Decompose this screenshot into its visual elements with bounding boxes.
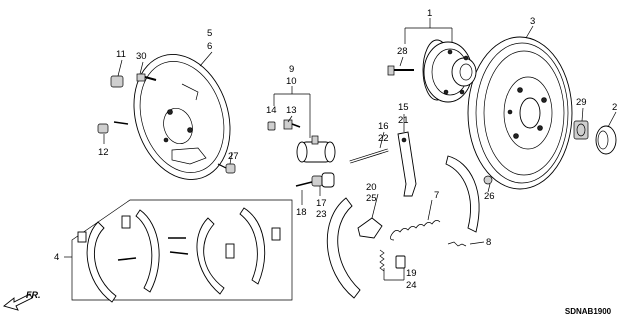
callout-20: 20 bbox=[366, 182, 377, 193]
hold-down-spring[interactable] bbox=[379, 249, 406, 272]
callout-18: 18 bbox=[296, 207, 307, 218]
callout-17: 17 bbox=[316, 198, 327, 209]
callout-15: 15 bbox=[398, 102, 409, 113]
callout-24: 24 bbox=[406, 280, 417, 291]
callout-labels: 1 2 3 4 5 6 7 8 9 10 11 12 13 14 15 16 1… bbox=[54, 8, 617, 291]
callout-28: 28 bbox=[397, 46, 408, 57]
backing-plate-nut[interactable] bbox=[110, 75, 124, 88]
callout-25: 25 bbox=[366, 193, 377, 204]
callout-10: 10 bbox=[286, 76, 297, 87]
callout-6: 6 bbox=[207, 41, 212, 52]
brake-shoe-set[interactable] bbox=[71, 199, 293, 303]
callout-9: 9 bbox=[289, 64, 294, 75]
wheel-cylinder[interactable] bbox=[296, 135, 336, 163]
callout-14: 14 bbox=[266, 105, 277, 116]
adjuster-lever[interactable] bbox=[357, 217, 383, 239]
callout-3: 3 bbox=[530, 16, 535, 27]
diagram-code: SDNAB1900 bbox=[565, 307, 612, 316]
front-direction-indicator: FR. bbox=[3, 290, 41, 311]
bleeder-screw-small[interactable] bbox=[283, 119, 301, 130]
callout-4: 4 bbox=[54, 252, 59, 263]
adjuster-strut[interactable] bbox=[349, 148, 389, 164]
callout-30: 30 bbox=[136, 51, 147, 62]
callout-8: 8 bbox=[486, 237, 491, 248]
callout-19: 19 bbox=[406, 268, 417, 279]
callout-29: 29 bbox=[576, 97, 587, 108]
leader-lines bbox=[64, 18, 617, 281]
callout-1: 1 bbox=[427, 8, 432, 19]
callout-22: 22 bbox=[378, 133, 389, 144]
hub-bearing-assembly[interactable] bbox=[422, 39, 477, 103]
callout-16: 16 bbox=[378, 121, 389, 132]
shoe-pin[interactable] bbox=[483, 175, 493, 185]
callout-11: 11 bbox=[116, 49, 126, 60]
callout-26: 26 bbox=[484, 191, 495, 202]
callout-23: 23 bbox=[316, 209, 327, 220]
brake-shoe-right[interactable] bbox=[445, 155, 480, 233]
spindle-nut[interactable] bbox=[573, 120, 589, 140]
callout-27: 27 bbox=[228, 151, 239, 162]
hub-cap[interactable] bbox=[595, 125, 617, 155]
bleeder-screw[interactable] bbox=[217, 163, 236, 174]
adjuster-spring[interactable] bbox=[447, 241, 467, 247]
parking-brake-lever[interactable] bbox=[397, 131, 417, 197]
front-label: FR. bbox=[26, 290, 41, 300]
brake-drum[interactable] bbox=[467, 36, 573, 190]
backing-plate[interactable] bbox=[118, 42, 245, 192]
callout-5: 5 bbox=[207, 28, 212, 39]
backing-plate-bolt[interactable] bbox=[136, 73, 157, 82]
adjuster-bolt[interactable] bbox=[295, 172, 335, 188]
callout-21: 21 bbox=[398, 115, 409, 126]
callout-7: 7 bbox=[434, 190, 439, 201]
hub-bolt[interactable] bbox=[387, 65, 414, 76]
wheel-cylinder-nut[interactable] bbox=[97, 121, 129, 134]
callout-13: 13 bbox=[286, 105, 297, 116]
bleeder-screw-cap[interactable] bbox=[267, 121, 276, 131]
callout-12: 12 bbox=[98, 147, 109, 158]
callout-2: 2 bbox=[612, 102, 617, 113]
front-arrow-icon bbox=[3, 293, 33, 311]
brake-shoe-left[interactable] bbox=[326, 197, 361, 299]
return-spring[interactable] bbox=[390, 220, 441, 241]
